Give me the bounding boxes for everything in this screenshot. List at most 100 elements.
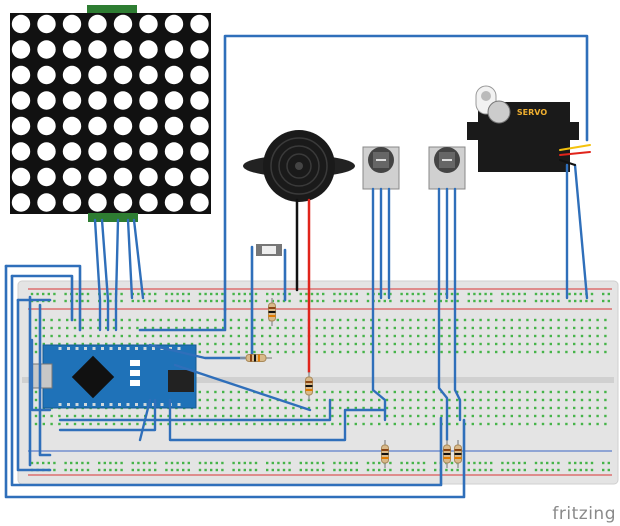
hole [389,299,392,303]
hole [568,299,571,303]
hole [409,398,412,402]
hole [573,334,576,338]
hole [120,292,123,296]
hole [86,461,90,465]
hole [339,350,342,354]
hole [206,342,209,346]
hole [565,342,568,346]
hole [417,334,420,338]
hole [546,299,549,303]
hole [546,292,549,296]
hole [510,334,513,338]
led-dot [164,193,184,212]
led-dot [164,116,184,136]
hole [362,398,365,402]
hole [596,406,599,410]
hole [393,422,396,426]
hole [136,342,139,346]
pin [160,403,164,406]
pin [177,403,181,406]
hole [579,468,582,472]
hole [284,406,287,410]
hole [222,422,225,426]
hole [604,414,607,418]
hole [417,468,420,472]
hole [114,461,118,465]
hole [206,414,209,418]
hole [501,299,504,303]
hole [456,414,459,418]
hole [551,468,554,472]
hole [378,326,381,330]
hole [378,292,381,296]
hole [120,414,123,418]
hole [478,299,482,303]
led-dot [139,91,158,110]
hole [238,461,241,465]
pin [75,347,79,350]
hole [467,468,470,472]
hole [97,414,100,418]
pin [58,403,62,406]
hole [97,326,100,330]
hole [401,318,404,322]
hole [526,350,529,354]
hole [170,468,174,472]
hole [305,468,308,472]
wires [4,34,591,499]
hole [206,326,209,330]
hole [261,342,264,346]
hole [355,468,358,472]
hole [315,334,318,338]
hole [42,318,45,322]
hole [103,299,106,303]
hole [120,461,123,465]
hole [409,342,412,346]
hole [97,422,100,426]
hole [551,461,554,465]
hole [245,406,248,410]
hole [565,406,568,410]
hole [175,414,178,418]
led-dot [37,14,56,34]
hole [300,326,303,330]
hole [144,318,147,322]
hole [534,461,538,465]
led-dot [88,40,107,59]
hole [284,334,287,338]
hole [315,422,318,426]
hole [526,414,529,418]
led-dot [11,65,31,85]
hole [89,342,92,346]
hole [378,334,381,338]
hole [198,350,201,354]
potentiometer-1 [362,146,400,190]
hole [518,342,521,346]
hole [417,318,420,322]
hole [339,422,342,426]
hole [238,299,241,303]
hole [596,342,599,346]
hole [89,422,92,426]
hole [237,318,240,322]
hole [53,468,56,472]
hole [378,299,381,303]
hole [222,398,225,402]
hole [206,398,209,402]
hole [198,318,201,322]
hole [479,390,482,394]
led-dot [190,91,209,110]
hole [549,390,552,394]
led-dot [139,65,158,85]
hole [198,398,201,402]
hole [268,390,272,394]
hole [245,318,248,322]
hole [34,334,38,338]
hole [534,398,537,402]
hole [411,468,414,472]
hole [206,318,209,322]
hole [81,422,84,426]
led-dot [164,14,184,34]
hole [222,318,225,322]
hole [237,422,240,426]
